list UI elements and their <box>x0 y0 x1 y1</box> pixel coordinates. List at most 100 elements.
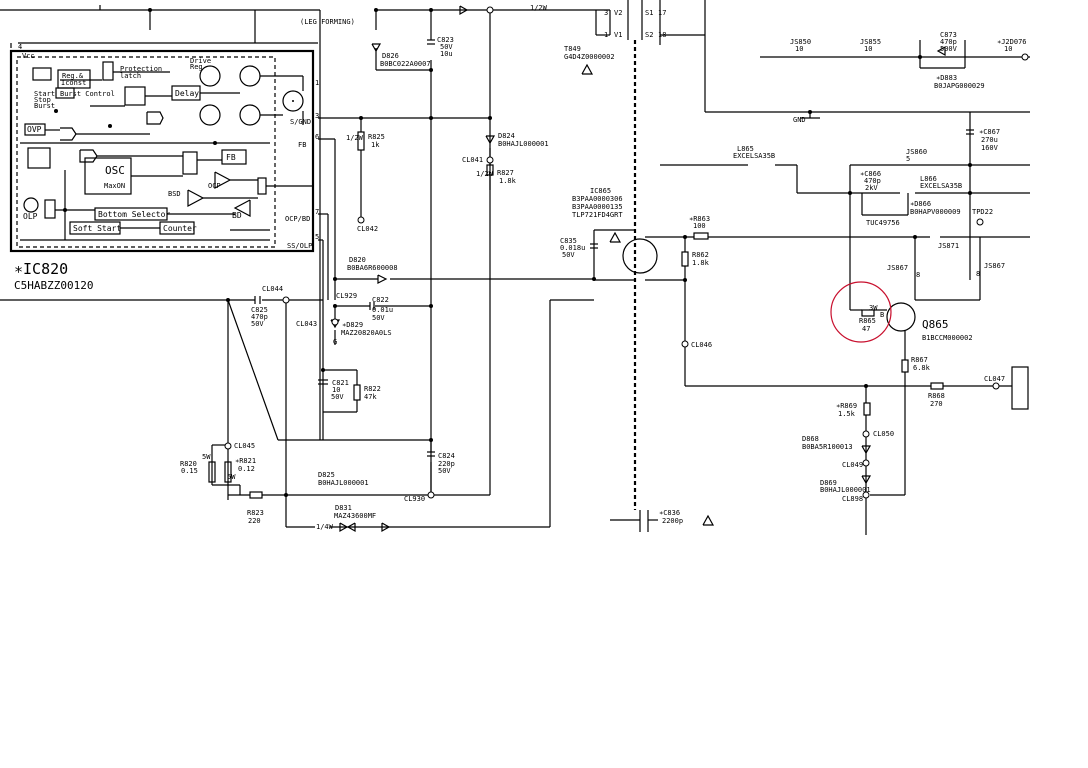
r821-label: ∗R821 <box>235 457 256 465</box>
ic820-bottom-selector-label: Bottom Selector <box>98 210 170 219</box>
d829-label: ∗D829 <box>342 321 363 329</box>
t849-v2: V2 <box>614 9 622 17</box>
js867b-value: 8 <box>976 270 980 278</box>
ic865-part1: B3PAA0000306 <box>572 195 623 203</box>
c823-voltage: 50V <box>440 43 453 51</box>
d869-part: B0HAJL000001 <box>820 486 871 494</box>
ic820-counter-label: Counter <box>163 224 197 233</box>
cl046-label: CL046 <box>691 341 712 349</box>
r865-highlight-circle <box>830 281 892 343</box>
c866-label: ∗C866 <box>860 170 881 178</box>
r822-label: R822 <box>364 385 381 393</box>
c823-label: C823 <box>437 36 454 44</box>
ic820-latch-label: latch <box>120 72 141 80</box>
ic820-drive-label: Drive <box>190 57 211 65</box>
t849-pin1: 1 <box>604 31 608 39</box>
cl044-label: CL044 <box>262 285 283 293</box>
r827-label: R827 <box>497 169 514 177</box>
l866-part: EXCELSA35B <box>920 182 962 190</box>
r825-wattage: 1/2W <box>346 134 364 142</box>
d820-label: D820 <box>349 256 366 264</box>
c867-label: ∗C867 <box>979 128 1000 136</box>
cl930-label: CL930 <box>404 495 425 503</box>
c873-voltage: 500V <box>940 45 958 53</box>
d829-part: MAZ20820A0LS <box>341 329 392 337</box>
d820-part: B0BA6R600008 <box>347 264 398 272</box>
r825-value: 1k <box>371 141 380 149</box>
js867a-value: 8 <box>916 271 920 279</box>
ic820-bd-label: BD <box>232 211 242 220</box>
ic820-pin6: 6 <box>315 133 319 141</box>
ic820-reg2-label: Reg <box>190 63 203 71</box>
cl043-label: CL043 <box>296 320 317 328</box>
ic865-part3: TLP721FD4GRT <box>572 211 623 219</box>
r869-label: ∗R869 <box>836 402 857 410</box>
ic820-protection-label: Protection <box>120 65 162 73</box>
t849-label: T849 <box>564 45 581 53</box>
t849-v1: V1 <box>614 31 622 39</box>
l866-label: L866 <box>920 175 937 183</box>
q865-part: B1BCCM000002 <box>922 334 973 342</box>
d825-label: D825 <box>318 471 335 479</box>
d868-label: D868 <box>802 435 819 443</box>
r825-label: R825 <box>368 133 385 141</box>
js860-label: JS860 <box>906 148 927 156</box>
d829-g-mark: G <box>333 338 337 346</box>
c825-voltage: 50V <box>251 320 264 328</box>
r823-value: 220 <box>248 517 261 525</box>
c873-label: C873 <box>940 31 957 39</box>
l865-part: EXCELSA35B <box>733 152 775 160</box>
r865-label: R865 <box>859 317 876 325</box>
c824-voltage: 50V <box>438 467 451 475</box>
c866-voltage: 2kV <box>865 184 878 192</box>
r863-label: ∗R863 <box>689 215 710 223</box>
ic820-ovp-label: OVP <box>27 125 42 134</box>
cl047-label: CL047 <box>984 375 1005 383</box>
c836-value: 2200p <box>662 517 683 525</box>
ic820-sgnd-label: S/GND <box>290 118 311 126</box>
cl050-label: CL050 <box>873 430 894 438</box>
js855-value: 10 <box>864 45 872 53</box>
ic820-osc-label: OSC <box>105 164 125 177</box>
c821-voltage: 50V <box>331 393 344 401</box>
cl041-label: CL041 <box>462 156 483 164</box>
d866-part: B0HAPV000009 <box>910 208 961 216</box>
ic820-delay-label: Delay <box>175 89 199 98</box>
r868-label: R868 <box>928 392 945 400</box>
ic820-pin3: 3 <box>315 112 319 120</box>
ic820-iconst-label: Iconst <box>61 79 86 87</box>
r821-wattage: 5W <box>227 473 236 481</box>
l865-label: L865 <box>737 145 754 153</box>
r820-wattage: 5W <box>202 453 211 461</box>
ic820-pin7: 7 <box>315 208 319 216</box>
ic820-ssolp-label: SS/OLP <box>287 242 312 250</box>
r867-value: 6.8k <box>913 364 931 372</box>
ic820-pin1: 1 <box>315 79 319 87</box>
secondary-wiring <box>645 40 1030 535</box>
q865-label: Q865 <box>922 318 949 331</box>
d883-part: B0JAPG000029 <box>934 82 985 90</box>
js855-label: JS855 <box>860 38 881 46</box>
c835-voltage: 50V <box>562 251 575 259</box>
r-quarter-watt: 1/4W <box>316 523 334 531</box>
c835-value: 0.018u <box>560 244 585 252</box>
d831-label: D831 <box>335 504 352 512</box>
c824-label: C824 <box>438 452 455 460</box>
leg-forming-note: (LEG FORMING) <box>300 18 355 26</box>
ic820-ocp-label: OCP <box>208 182 221 190</box>
ic865-part2: B3PAA0000135 <box>572 203 623 211</box>
c822-value: 0.01u <box>372 306 393 314</box>
d824-part: B0HAJL000001 <box>498 140 549 148</box>
j2d-label: ∗J2D076 <box>997 38 1027 46</box>
caution-icon <box>581 63 715 526</box>
ic820-fb-label: FB <box>226 153 236 162</box>
c822-label: C822 <box>372 296 389 304</box>
c867-value: 270u <box>981 136 998 144</box>
r862-label: R862 <box>692 251 709 259</box>
c823-value: 10u <box>440 50 453 58</box>
d869-label: D869 <box>820 479 837 487</box>
ic820-burst-control-label: Burst Control <box>60 90 115 98</box>
js860-value: 5 <box>906 155 910 163</box>
r867-label: R867 <box>911 356 928 364</box>
r827-value: 1.8k <box>499 177 517 185</box>
